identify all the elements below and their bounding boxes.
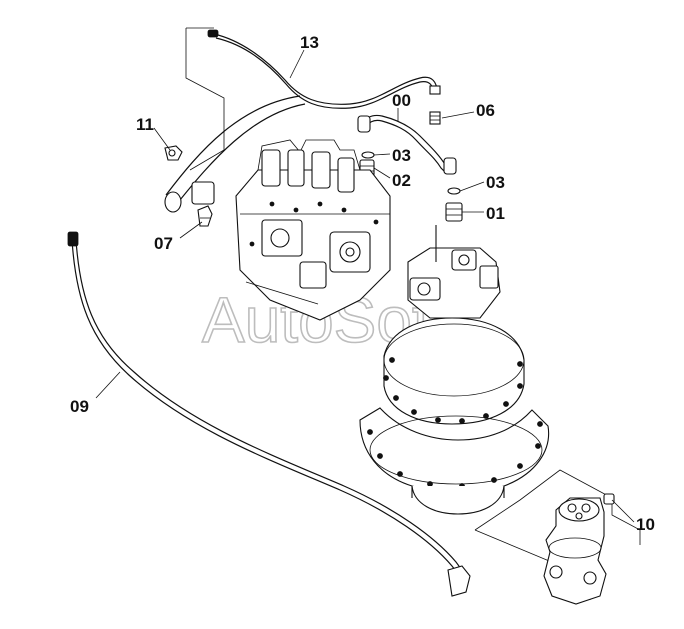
- adapter-01: [445, 202, 463, 222]
- oring-03-upper: [361, 151, 375, 159]
- callout-03-upper: 03: [392, 146, 411, 165]
- callout-01: 01: [486, 204, 505, 223]
- callout-07: 07: [154, 234, 173, 253]
- fitting-06: [429, 111, 441, 125]
- hose-13: [207, 29, 441, 109]
- callout-06: 06: [476, 101, 495, 120]
- swing-motor: [359, 225, 550, 515]
- callout-09: 09: [70, 397, 89, 416]
- callout-11: 11: [136, 115, 154, 134]
- swivel-joint: [543, 493, 615, 605]
- control-valve: [235, 139, 391, 321]
- oring-03-right: [447, 187, 461, 195]
- callout-00: 00: [392, 91, 411, 110]
- hose-duct: [164, 95, 306, 213]
- callout-03-right: 03: [486, 173, 505, 192]
- elbow-11: [164, 145, 183, 161]
- callout-10: 10: [636, 515, 655, 534]
- leader-lines: [95, 49, 635, 523]
- group-frame-upper-left: [185, 27, 225, 171]
- callouts: 13 00 06 11 03 02 03 01 07 09 10: [70, 33, 655, 534]
- pipe-00: [357, 114, 457, 175]
- callout-13: 13: [300, 33, 319, 52]
- callout-02: 02: [392, 171, 411, 190]
- hose-09: [67, 231, 471, 597]
